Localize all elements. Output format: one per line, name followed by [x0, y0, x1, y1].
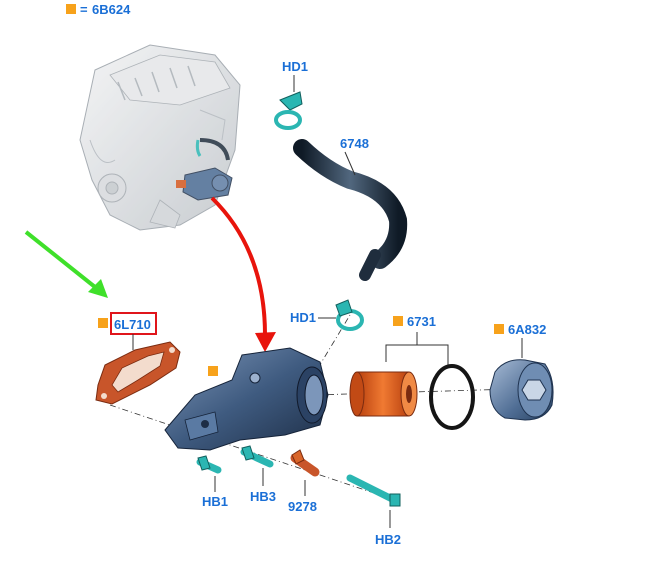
filter-cap: 6A832: [489, 322, 554, 421]
bolt-hb2: HB2: [346, 474, 401, 547]
bolt-hb3: HB3: [240, 445, 276, 504]
label-hb2: HB2: [375, 532, 401, 547]
legend-marker: [66, 4, 76, 14]
hose-clamp-top: HD1: [274, 59, 308, 130]
label-hose: 6748: [340, 136, 369, 151]
housing-marker: [208, 366, 218, 376]
red-callout-arrow: [210, 196, 276, 352]
engine-illustration: [79, 44, 241, 231]
label-hd1-mid: HD1: [290, 310, 316, 325]
gasket-marker: [98, 318, 108, 328]
label-hd1-top: HD1: [282, 59, 308, 74]
label-hb1: HB1: [202, 494, 228, 509]
filter-kit-marker: [393, 316, 403, 326]
label-sensor: 9278: [288, 499, 317, 514]
legend-code: 6B624: [92, 2, 131, 17]
label-filter-cap: 6A832: [508, 322, 546, 337]
oil-filter-housing: [164, 347, 329, 451]
sensor-9278: 9278: [288, 449, 320, 514]
green-pointer-arrow: [24, 230, 108, 298]
filter-cap-marker: [494, 324, 504, 334]
filter-kit: 6731: [349, 314, 475, 430]
label-hb3: HB3: [250, 489, 276, 504]
label-gasket: 6L710: [114, 317, 151, 332]
assembly-axis-lines: [109, 314, 546, 501]
legend-symbol: =: [80, 2, 88, 17]
label-filter-kit: 6731: [407, 314, 436, 329]
oil-hose: 6748: [293, 136, 408, 281]
hose-clamp-mid: HD1: [290, 299, 364, 331]
legend: = 6B624: [66, 2, 131, 17]
bolt-hb1: HB1: [196, 455, 228, 509]
gasket-part: 6L710: [95, 312, 181, 405]
